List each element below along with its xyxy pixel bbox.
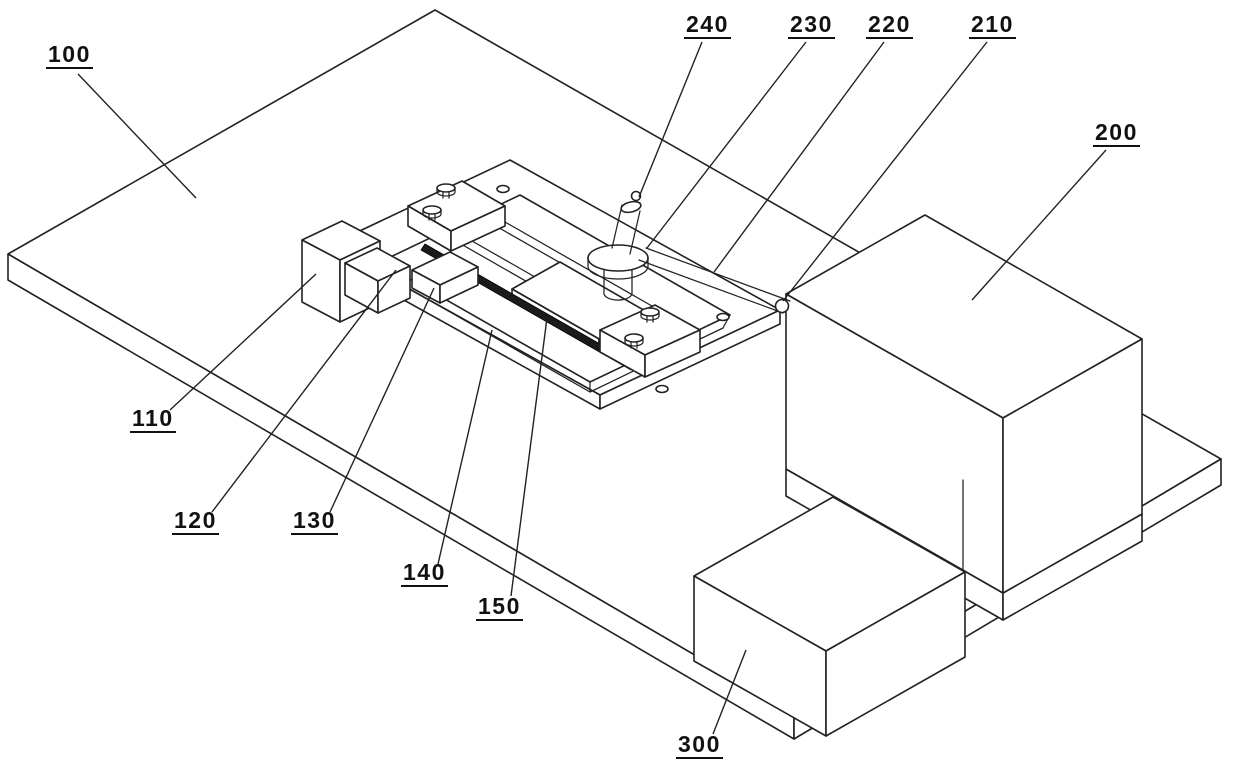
head-assembly	[588, 192, 648, 301]
bolt	[497, 186, 509, 193]
ref-label-300: 300	[676, 732, 723, 760]
bolt	[717, 314, 729, 321]
leader-line-210	[782, 41, 988, 302]
leader-line-120	[211, 269, 397, 513]
ref-label-120: 120	[172, 508, 219, 536]
leader-line-140	[437, 329, 493, 565]
ref-label-240: 240	[684, 12, 731, 40]
ref-label-200: 200	[1093, 120, 1140, 148]
leader-line-220	[713, 41, 885, 273]
bolt	[656, 386, 668, 393]
ref-label-150: 150	[476, 594, 523, 622]
leader-line-150	[510, 317, 548, 597]
arm-220	[639, 248, 790, 313]
ref-label-220: 220	[866, 12, 913, 40]
t-screw	[641, 308, 659, 322]
leader-line-200	[971, 149, 1107, 301]
ref-label-210: 210	[969, 12, 1016, 40]
arm-link	[639, 248, 790, 313]
clamp-right-face-r	[645, 330, 700, 377]
clamp-left	[408, 181, 505, 251]
ref-label-230: 230	[788, 12, 835, 40]
stage-front-right-face	[600, 310, 780, 409]
nozzle-tip	[632, 192, 641, 201]
joint-disk-rim	[588, 258, 648, 279]
ref-label-110: 110	[130, 406, 176, 434]
nozzle-top	[620, 200, 642, 214]
leader-line-240	[638, 41, 703, 198]
ref-label-100: 100	[46, 42, 93, 70]
box-300-right	[826, 572, 965, 736]
clamp-right	[600, 305, 700, 377]
leader-line-110	[169, 273, 317, 411]
leader-line-230	[646, 41, 807, 249]
block-130-face-r	[440, 267, 478, 303]
block-120-face-r	[378, 266, 410, 313]
clamp-left-face-r	[451, 206, 505, 251]
box-200-right	[1003, 339, 1142, 593]
nozzle-body	[612, 205, 640, 254]
box-200	[786, 215, 1142, 593]
leader-line-300	[712, 649, 747, 735]
leader-line-130	[329, 287, 435, 513]
box-300	[694, 497, 965, 736]
leader-line-100	[77, 73, 197, 199]
arm-box-joint	[776, 300, 789, 313]
ref-label-130: 130	[291, 508, 338, 536]
t-screw	[437, 184, 455, 198]
ref-label-140: 140	[401, 560, 448, 588]
frame-bolts	[497, 186, 729, 393]
t-screw	[625, 334, 643, 348]
block-130	[412, 252, 478, 303]
head-support-cylinder	[604, 268, 632, 300]
t-screw	[423, 206, 441, 220]
